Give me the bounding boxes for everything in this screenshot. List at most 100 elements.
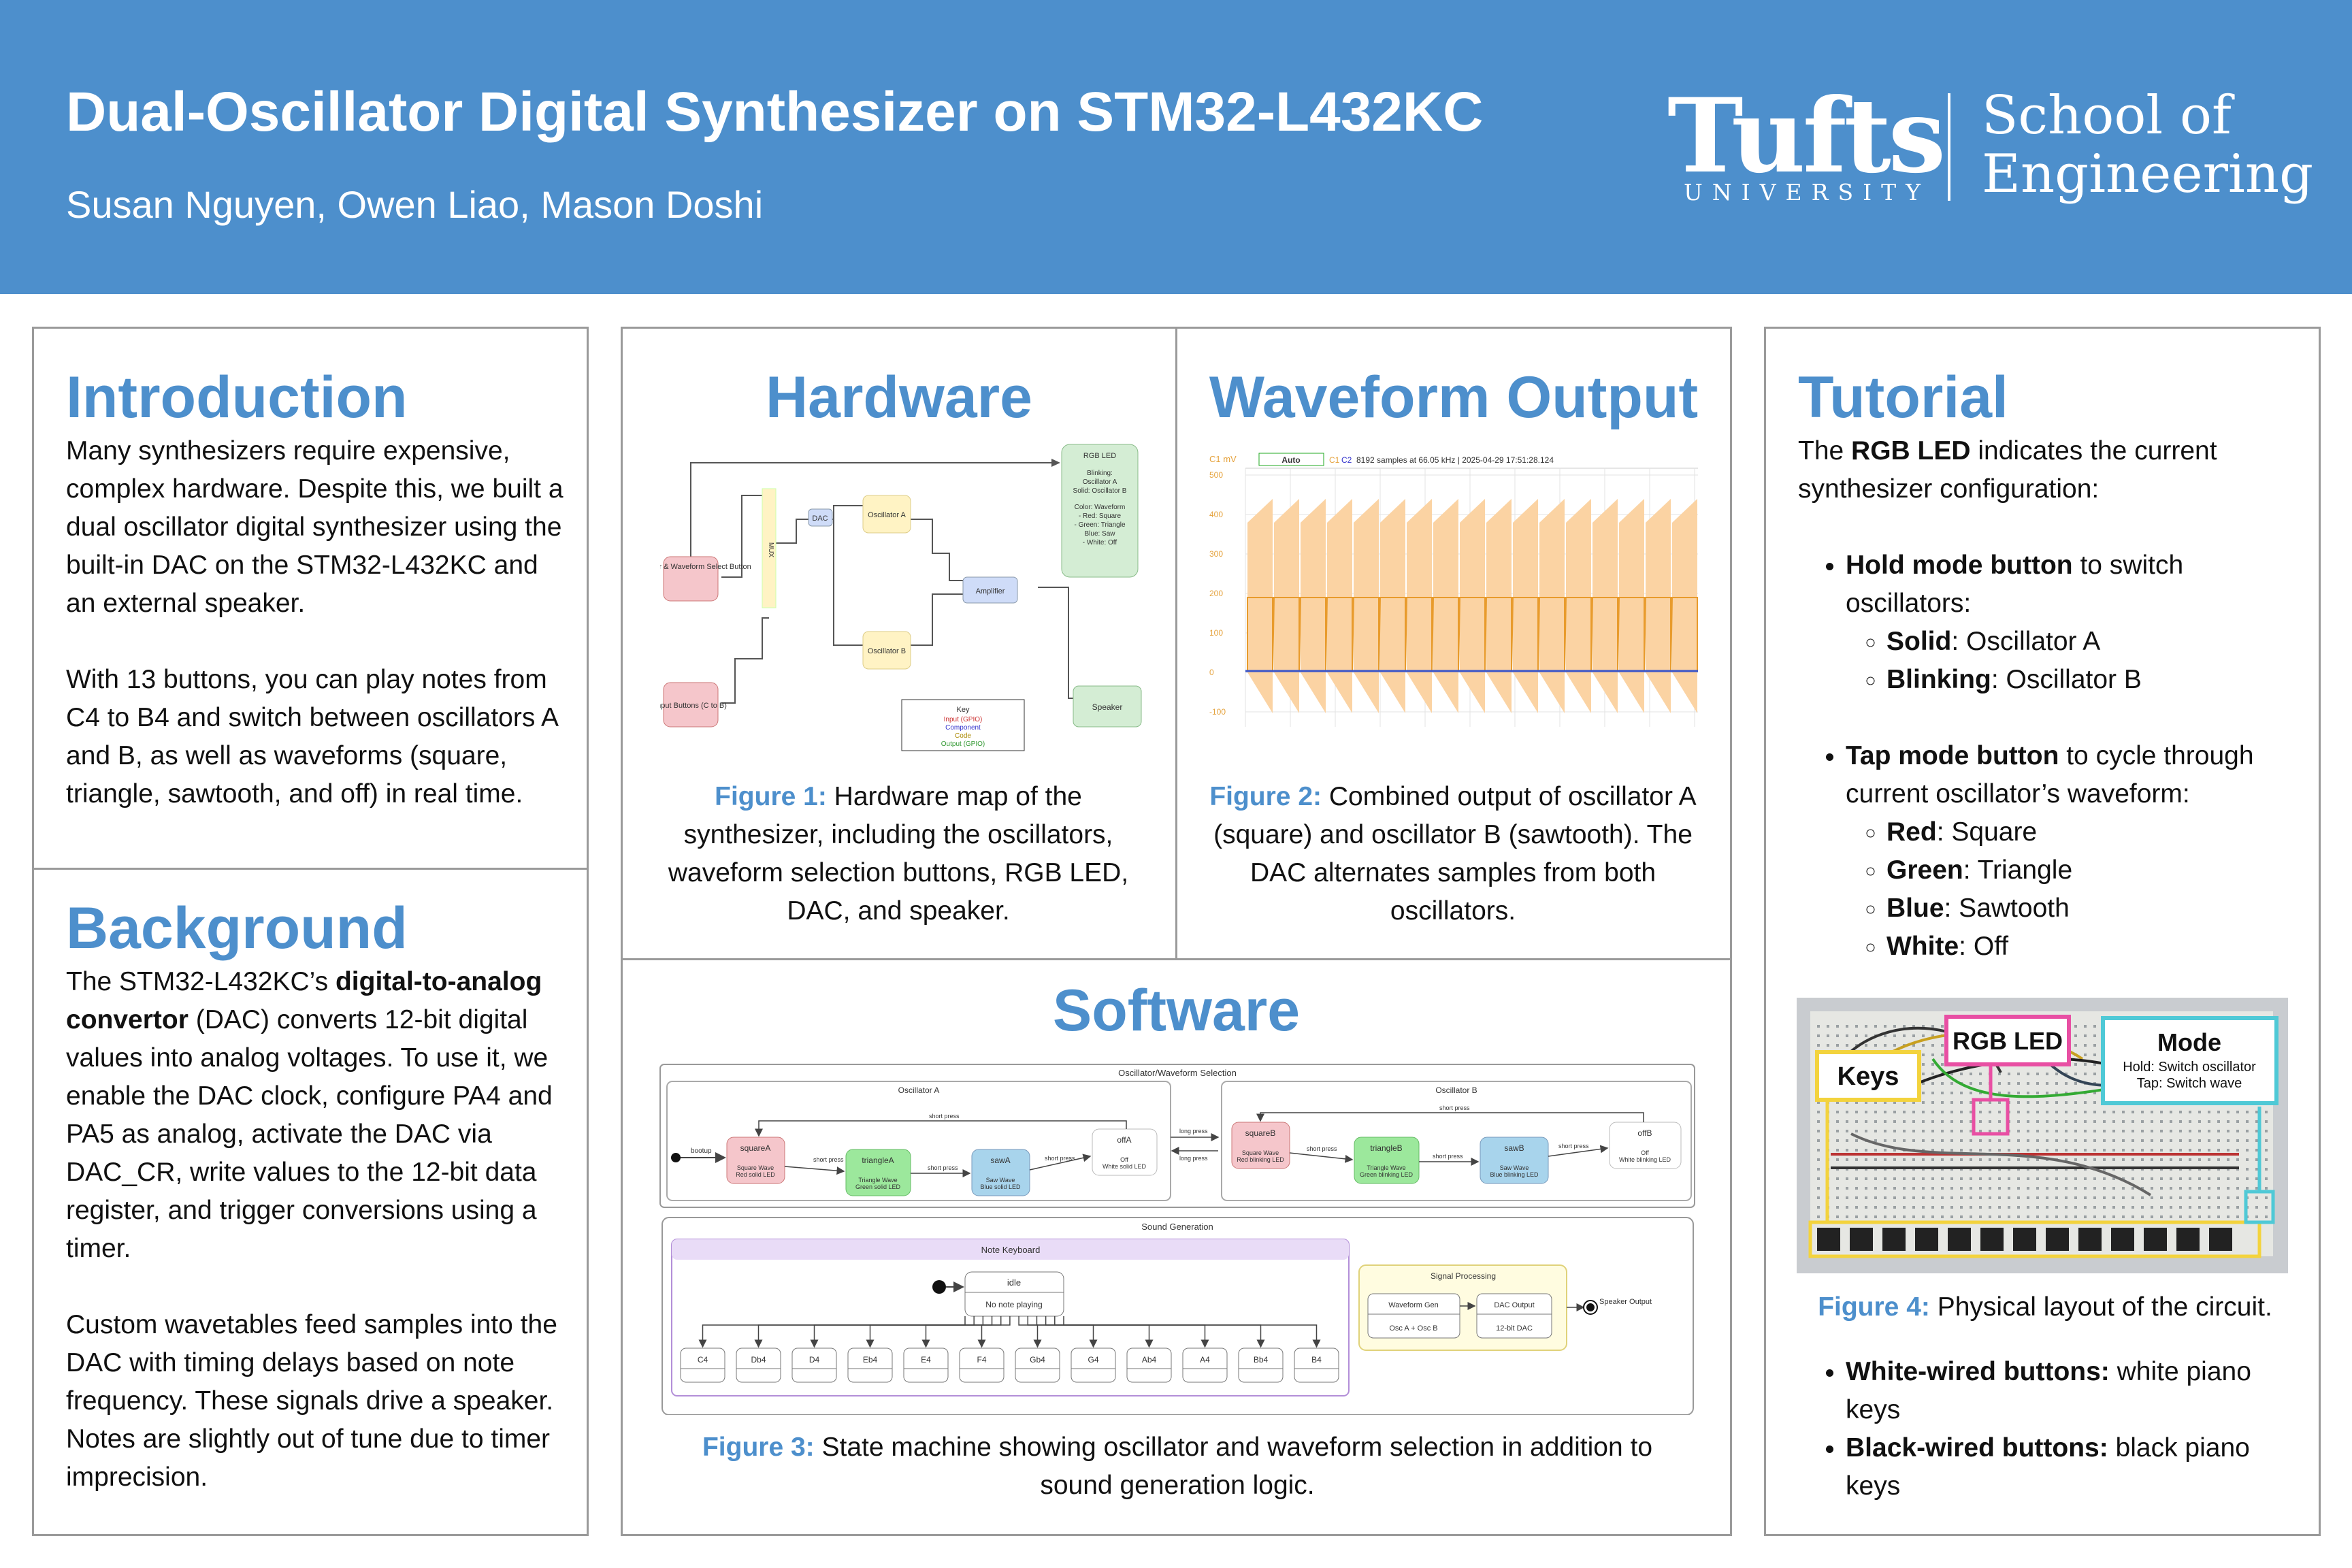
note-label: E4 (921, 1355, 931, 1365)
waveform-heading: Waveform Output (1209, 365, 1699, 430)
background-panel: Background The STM32-L432KC’s digital-to… (32, 868, 589, 1536)
svg-text:Speaker: Speaker (1092, 702, 1123, 712)
note-state (1182, 1348, 1228, 1383)
note-state (847, 1348, 893, 1383)
svg-text:long press: long press (1179, 1128, 1208, 1134)
photo-label-mode (2101, 1016, 2278, 1105)
tutorial-item-black-wired: Black-wired buttons: black piano keys (1846, 1429, 2298, 1505)
background-body: The STM32-L432KC’s digital-to-analog con… (66, 963, 566, 1497)
svg-text:offB: offB (1637, 1128, 1652, 1138)
photo-key-button (2176, 1228, 2200, 1251)
svg-text:short press: short press (813, 1156, 844, 1163)
note-transition (921, 1316, 1002, 1348)
block-amplifier (962, 576, 1018, 604)
photo-key-button (2209, 1228, 2232, 1251)
svg-text:Code: Code (955, 732, 971, 740)
tutorial-panel: Tutorial The RGB LED indicates the curre… (1764, 327, 2321, 1536)
svg-text:short press: short press (1558, 1143, 1589, 1149)
svg-text:C1: C1 (1329, 455, 1340, 465)
svg-text:Square Wave: Square Wave (737, 1164, 774, 1171)
block-input-buttons (663, 682, 719, 728)
figure-4-caption: Figure 4: Physical layout of the circuit… (1818, 1292, 2272, 1322)
svg-text:Color: Waveform: Color: Waveform (1075, 504, 1126, 511)
block-rgb-led (1061, 444, 1139, 578)
scope-saw-envelope (1672, 499, 1697, 713)
scope-saw-envelope (1539, 499, 1565, 713)
svg-text:MUX: MUX (767, 542, 774, 558)
svg-text:Output (GPIO): Output (GPIO) (941, 740, 985, 748)
scope-saw-envelope (1354, 499, 1379, 713)
svg-text:short press: short press (1433, 1153, 1463, 1160)
scope-saw-envelope (1566, 499, 1591, 713)
svg-text:Green blinking LED: Green blinking LED (1360, 1171, 1414, 1178)
svg-text:triangleB: triangleB (1370, 1143, 1402, 1153)
poster-title: Dual-Oscillator Digital Synthesizer on S… (66, 81, 1484, 143)
note-label: Db4 (751, 1355, 766, 1365)
label: Oscillator & Waveform Select Button (660, 563, 751, 571)
note-state (680, 1348, 725, 1383)
note-label: C4 (698, 1355, 708, 1365)
svg-text:Amplifier: Amplifier (976, 587, 1005, 595)
note-label: B4 (1311, 1355, 1322, 1365)
scope-y-tick: 400 (1209, 510, 1223, 519)
svg-text:sawB: sawB (1504, 1143, 1524, 1153)
svg-text:Blue blinking LED: Blue blinking LED (1490, 1171, 1539, 1178)
logo-school: School of Engineering (1982, 86, 2313, 203)
svg-text:offA: offA (1117, 1135, 1131, 1145)
tutorial-list: Hold mode button to switch oscillators: … (1798, 546, 2298, 966)
svg-text:Oscillator A: Oscillator A (1083, 478, 1117, 486)
background-paragraph: The STM32-L432KC’s digital-to-analog con… (66, 967, 553, 1263)
svg-text:Blinking:: Blinking: (1087, 470, 1113, 477)
svg-text:Oscillator A: Oscillator A (898, 1085, 940, 1095)
svg-text:Speaker Output: Speaker Output (1599, 1298, 1652, 1306)
photo-key-button (2144, 1228, 2167, 1251)
scope-saw-envelope (1327, 499, 1352, 713)
svg-text:Oscillator A: Oscillator A (868, 511, 906, 519)
tutorial-item-hold: Hold mode button to switch oscillators: … (1846, 546, 2298, 699)
header-banner: Dual-Oscillator Digital Synthesizer on S… (0, 0, 2352, 294)
svg-text:White solid LED: White solid LED (1102, 1163, 1147, 1170)
note-state (959, 1348, 1004, 1383)
photo-key-button (1948, 1228, 1971, 1251)
svg-text:Saw Wave: Saw Wave (986, 1177, 1015, 1183)
circuit-photo: Keys RGB LED Mode Hold: Switch oscillato… (1797, 998, 2288, 1273)
note-label: A4 (1200, 1355, 1210, 1365)
tutorial-heading: Tutorial (1798, 365, 2008, 430)
note-label: Ab4 (1142, 1355, 1157, 1365)
svg-text:bootup: bootup (691, 1147, 712, 1155)
photo-label-rgb-led (1944, 1015, 2071, 1066)
svg-text:RGB LED: RGB LED (1953, 1027, 2063, 1055)
logo-school-line1: School of (1982, 85, 2232, 146)
svg-text:Red solid LED: Red solid LED (736, 1171, 775, 1178)
svg-text:Key: Key (957, 706, 970, 714)
tutorial-item-white-wired: White-wired buttons: white piano keys (1846, 1353, 2298, 1429)
svg-text:12-bit DAC: 12-bit DAC (1496, 1324, 1533, 1333)
tutorial-subitem: Blinking: Oscillator B (1886, 661, 2298, 699)
tutorial-subitem: Red: Square (1886, 813, 2298, 851)
note-state (1238, 1348, 1284, 1383)
hardware-diagram: Oscillator & Waveform Select Button Inpu… (660, 444, 1142, 751)
scope-y-tick: 300 (1209, 549, 1223, 559)
svg-text:Note Keyboard: Note Keyboard (981, 1245, 1041, 1255)
scope-y-tick: 100 (1209, 628, 1223, 638)
svg-text:C2: C2 (1341, 455, 1352, 465)
note-transition (1063, 1316, 1321, 1348)
svg-text:Auto: Auto (1281, 455, 1300, 465)
note-label: Bb4 (1254, 1355, 1269, 1365)
note-label: F4 (977, 1355, 986, 1365)
mode-auto (1258, 453, 1324, 466)
introduction-heading: Introduction (66, 365, 408, 430)
scope-saw-envelope (1646, 499, 1671, 713)
scope-saw-envelope (1380, 499, 1405, 713)
background-heading: Background (66, 896, 408, 961)
photo-label-keys (1815, 1050, 1921, 1102)
hardware-panel: Hardware Oscillator & Waveform Select Bu… (621, 327, 1177, 961)
tutorial-subitem: Blue: Sawtooth (1886, 889, 2298, 928)
figure-3-caption: Figure 3: State machine showing oscillat… (702, 1433, 1653, 1500)
svg-text:8192 samples at 66.05 kHz | 20: 8192 samples at 66.05 kHz | 2025-04-29 1… (1356, 455, 1554, 465)
background-paragraph: Custom wavetables feed samples into the … (66, 1310, 557, 1492)
scope-y-tick: 500 (1209, 470, 1223, 480)
note-state (1071, 1348, 1116, 1383)
svg-text:Tap: Switch wave: Tap: Switch wave (2137, 1076, 2242, 1091)
state-machine-diagram: Oscillator/Waveform Selection Oscillator… (659, 1064, 1695, 1415)
